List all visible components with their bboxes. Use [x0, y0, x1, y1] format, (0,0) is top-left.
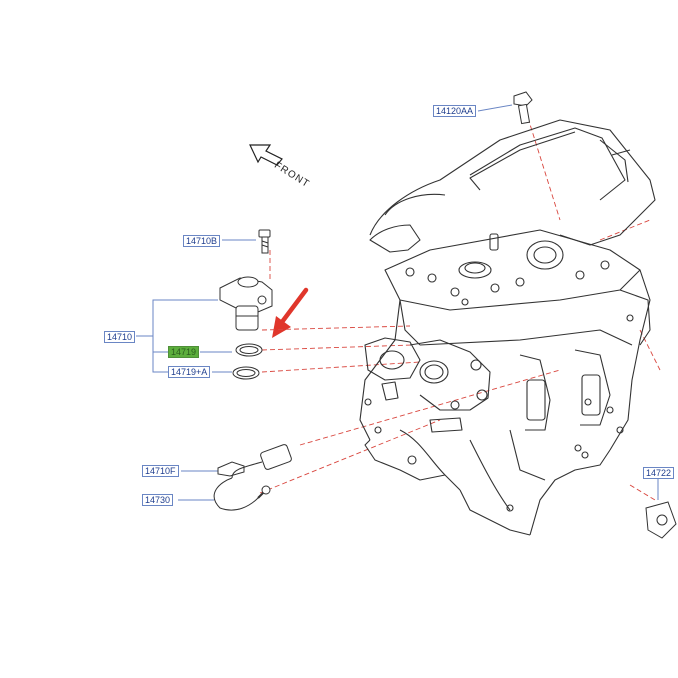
label-14719A: 14719+A [168, 366, 211, 378]
label-14120AA: 14120AA [433, 105, 477, 117]
gasket-14722 [645, 501, 677, 539]
label-14710F: 14710F [142, 465, 179, 477]
pointer-arrow [272, 287, 309, 338]
label-14710: 14710 [104, 331, 136, 343]
label-brackets [136, 104, 659, 501]
oring-14719A [232, 366, 260, 380]
label-14722: 14722 [643, 467, 675, 479]
engine-block [359, 119, 656, 536]
label-14730: 14730 [142, 494, 174, 506]
bolt-14710B [258, 229, 271, 254]
clip-14710F [217, 461, 245, 477]
leader-lines [259, 117, 661, 501]
label-14719: 14719 [168, 346, 200, 358]
sensor-14730 [213, 444, 292, 511]
oring-14719 [235, 343, 263, 357]
label-14710B: 14710B [183, 235, 221, 247]
valve-14710 [219, 276, 273, 331]
front-direction-icon [249, 144, 283, 166]
bolt-14120AA [513, 91, 533, 125]
